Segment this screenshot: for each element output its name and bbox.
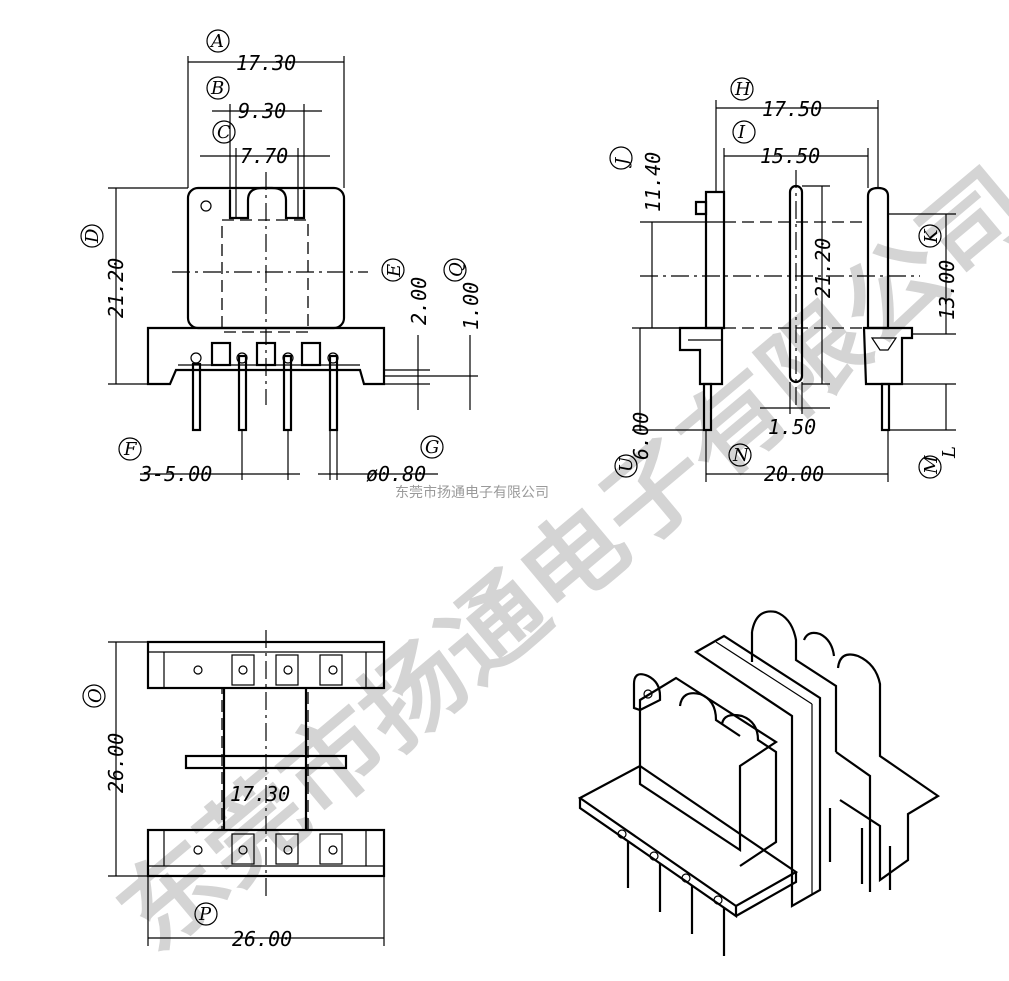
dim-b-value: 9.30	[238, 99, 286, 123]
dim-e-value: 2.00	[407, 277, 431, 325]
dim-k-value: 13.00	[935, 260, 959, 320]
dim-j-value: 11.40	[641, 152, 665, 212]
watermark-large-text: 东莞市扬通电子有限公司	[98, 148, 1009, 973]
label-q: Q	[446, 262, 467, 277]
label-l: L	[939, 446, 960, 459]
label-f: F	[123, 439, 138, 460]
label-e: E	[384, 264, 405, 278]
side-view: 17.50 H 15.50 I 11.40 J 21.20 13.00 K 1.…	[609, 77, 960, 486]
label-h: H	[734, 79, 751, 100]
label-g: G	[425, 437, 439, 458]
dim-q-value: 1.00	[459, 282, 483, 330]
label-b: B	[210, 78, 224, 99]
label-u: U	[616, 456, 637, 472]
dim-bottom-mid-value: 17.30	[230, 782, 290, 806]
dim-c-value: 7.70	[240, 144, 288, 168]
front-view: 17.30 A 9.30 B 7.70 C 21.20 D 2.00 E 1.0	[80, 29, 483, 486]
label-m: M	[921, 455, 942, 475]
label-a: A	[209, 31, 224, 52]
watermark-large: 东莞市扬通电子有限公司	[98, 148, 1009, 973]
dim-d-value: 21.20	[104, 258, 128, 318]
dim-center-value: 21.20	[811, 238, 835, 298]
dim-n-value: 20.00	[764, 462, 824, 486]
dim-p-value: 26.00	[232, 927, 292, 951]
label-c: C	[217, 122, 231, 143]
dim-pin-value: 1.50	[768, 415, 816, 439]
dim-a-value: 17.30	[236, 51, 296, 75]
label-o: O	[85, 688, 106, 703]
label-i: I	[737, 122, 746, 143]
dim-h-value: 17.50	[762, 97, 822, 121]
isometric-view	[577, 610, 941, 956]
label-p: P	[198, 904, 212, 925]
dim-o-value: 26.00	[104, 733, 128, 793]
label-n: N	[732, 445, 750, 466]
top-view: 17.30 26.00 O 26.00 P	[82, 630, 386, 951]
watermark-small: 东莞市扬通电子有限公司	[395, 484, 549, 501]
dim-i-value: 15.50	[760, 144, 820, 168]
label-k: K	[921, 228, 942, 244]
dim-f-value: 3-5.00	[139, 462, 212, 486]
dim-g-value: ø0.80	[366, 462, 426, 486]
label-j: J	[612, 156, 633, 169]
label-d: D	[82, 228, 103, 244]
dim-u-value: 6.00	[629, 412, 653, 460]
